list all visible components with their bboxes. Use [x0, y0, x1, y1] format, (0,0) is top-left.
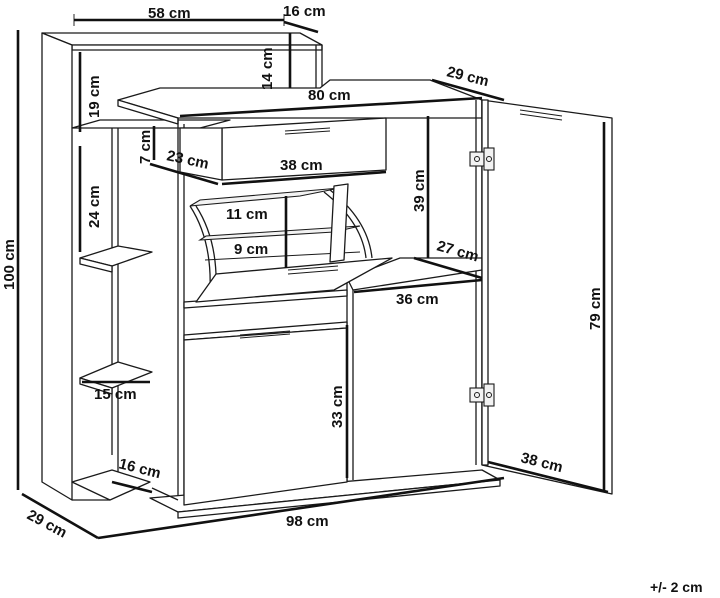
- label-top-width: 58 cm: [148, 5, 191, 22]
- dimension-lines: [16, 14, 609, 540]
- label-shelf-width: 36 cm: [396, 291, 439, 308]
- tolerance-note: +/- 2 cm: [650, 579, 703, 595]
- open-right-door: [469, 99, 613, 495]
- tilt-out-flap: [189, 183, 393, 303]
- lower-door: [183, 327, 348, 506]
- label-top-shelf-height: 14 cm: [259, 47, 276, 90]
- label-side-shelf-depth: 15 cm: [94, 386, 137, 403]
- label-left-upper-gap: 19 cm: [86, 75, 103, 118]
- label-left-mid-gap: 24 cm: [86, 185, 103, 228]
- label-drawer-height: 7 cm: [137, 130, 154, 164]
- label-total-depth: 29 cm: [24, 507, 70, 542]
- label-door-height: 79 cm: [587, 287, 604, 330]
- top-drawer: [179, 117, 387, 181]
- label-compartment-height: 39 cm: [411, 169, 428, 212]
- label-flap-gap-lower: 9 cm: [234, 241, 268, 258]
- label-total-height: 100 cm: [1, 239, 18, 290]
- label-lower-compartment-height: 33 cm: [329, 385, 346, 428]
- label-flap-gap-upper: 11 cm: [226, 206, 268, 223]
- left-shelf-unit: [41, 32, 323, 501]
- label-body-width: 80 cm: [308, 87, 351, 104]
- label-total-width: 98 cm: [286, 513, 329, 530]
- label-top-depth: 16 cm: [283, 3, 326, 20]
- label-drawer-width: 38 cm: [280, 157, 323, 174]
